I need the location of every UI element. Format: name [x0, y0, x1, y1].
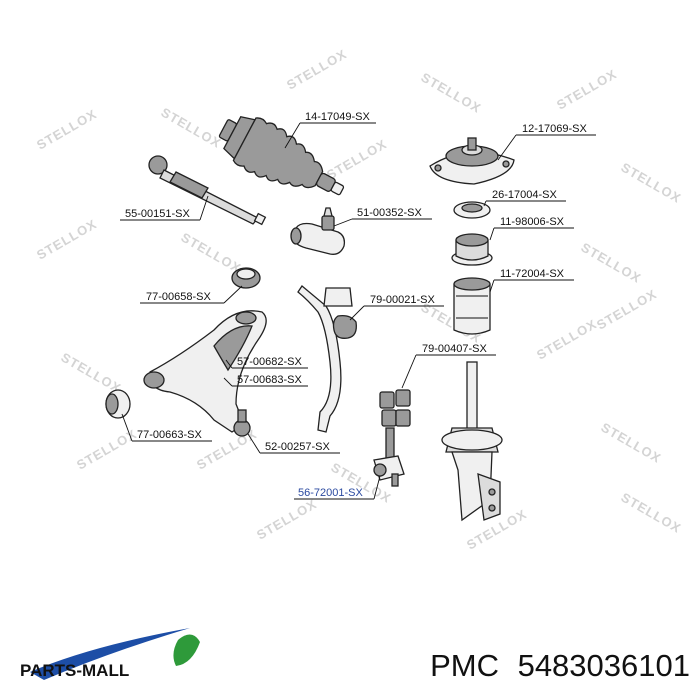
watermark-text: STELLOX [619, 160, 684, 206]
part-callout-bump-stop[interactable]: 11-98006-SX [489, 216, 574, 241]
part-number-label[interactable]: 11-98006-SX [500, 216, 565, 228]
part-number-label[interactable]: 26-17004-SX [492, 189, 557, 201]
link-bushing-set-drawing [379, 389, 411, 427]
part-number-label[interactable]: 79-00021-SX [370, 294, 435, 306]
watermark-text: STELLOX [419, 70, 484, 116]
watermark-text: STELLOX [159, 105, 224, 151]
part-number-label[interactable]: 11-72004-SX [500, 268, 565, 280]
control-arm-drawing [143, 310, 267, 433]
part-callout-strut-mount[interactable]: 12-17069-SX [497, 123, 596, 161]
leader-line [223, 377, 233, 387]
watermark-text: STELLOX [554, 66, 619, 112]
part-callout-steering-boot[interactable]: 14-17049-SX [284, 111, 376, 149]
watermark-text: STELLOX [34, 106, 99, 152]
stabilizer-link-drawing [373, 427, 405, 487]
leader-line [489, 279, 495, 293]
part-number: 5483036101 [518, 648, 690, 683]
part-callout-rear-bushing[interactable]: 77-00663-SX [121, 413, 212, 442]
inner-tie-rod-drawing [148, 155, 267, 226]
part-number-label[interactable]: 55-00151-SX [125, 208, 190, 220]
strut-bearing-drawing [453, 201, 491, 219]
part-callout-stabilizer-bushing[interactable]: 79-00021-SX [349, 294, 444, 321]
leader-line [483, 200, 487, 207]
watermark-text: STELLOX [579, 240, 644, 286]
part-callout-link-bushing-set[interactable]: 79-00407-SX [401, 343, 496, 389]
leader-line [401, 354, 417, 389]
watermark-text: STELLOX [324, 136, 389, 182]
ball-joint-drawing [233, 409, 251, 437]
part-callout-control-arm-left[interactable]: 57-00682-SX [225, 356, 308, 369]
logo-leaf-icon [173, 634, 200, 666]
part-callout-stabilizer-link[interactable]: 56-72001-SX [294, 475, 381, 500]
leader-line [497, 134, 517, 161]
part-number-label[interactable]: 51-00352-SX [357, 207, 422, 219]
leader-line [284, 122, 301, 149]
leader-line [333, 218, 353, 227]
leader-line [223, 285, 243, 304]
control-arm-bushing-drawing [231, 267, 261, 289]
logo-swoosh-icon [30, 628, 190, 680]
part-number-label[interactable]: 77-00663-SX [137, 429, 202, 441]
strut-mount-drawing [429, 137, 515, 185]
manufacturer-name: PMC [430, 648, 499, 683]
part-callout-tie-rod-end[interactable]: 51-00352-SX [333, 207, 432, 227]
part-number-label[interactable]: 57-00682-SX [237, 356, 302, 368]
watermark-text: STELLOX [594, 286, 659, 332]
dust-boot-drawing [453, 277, 491, 335]
leader-line [121, 413, 133, 442]
part-callout-control-arm-bushing[interactable]: 77-00658-SX [140, 285, 243, 304]
watermark-text: STELLOX [619, 490, 684, 536]
stabilizer-bar-drawing [297, 285, 342, 433]
stabilizer-bushing-drawing [323, 287, 357, 339]
part-number-label[interactable]: 77-00658-SX [146, 291, 211, 303]
watermark-text: STELLOX [59, 350, 124, 396]
part-labels: 14-17049-SX 12-17069-SX 55-00151-SX 26-1700… [120, 111, 596, 500]
leader-line [199, 195, 209, 221]
watermark-text: STELLOX [254, 496, 319, 542]
part-number-label[interactable]: 57-00683-SX [237, 374, 302, 386]
watermark-text: STELLOX [284, 46, 349, 92]
watermark-text: STELLOX [194, 426, 259, 472]
footer-part-reference: PMC 5483036101 [430, 648, 690, 683]
part-callout-inner-tie-rod[interactable]: 55-00151-SX [120, 195, 209, 221]
part-number-label[interactable]: 14-17049-SX [305, 111, 370, 123]
tie-rod-end-drawing [290, 207, 346, 255]
rear-bushing-drawing [105, 389, 131, 419]
part-callout-ball-joint[interactable]: 52-00257-SX [247, 433, 340, 454]
part-number-label[interactable]: 79-00407-SX [422, 343, 487, 355]
leader-line [349, 305, 365, 321]
part-number-label[interactable]: 56-72001-SX [298, 487, 363, 499]
watermark-text: STELLOX [34, 216, 99, 262]
part-callout-control-arm-right[interactable]: 57-00683-SX [223, 374, 308, 387]
leader-line [225, 359, 233, 369]
leader-line [489, 227, 495, 241]
watermark-text: STELLOX [599, 420, 664, 466]
strut-drawing [441, 361, 503, 522]
brand-logo-text: PARTS-MALL [20, 661, 129, 680]
watermark-text: STELLOX [534, 316, 599, 362]
part-number-label[interactable]: 12-17069-SX [522, 123, 587, 135]
part-callout-dust-boot[interactable]: 11-72004-SX [489, 268, 574, 293]
watermark-text: STELLOX [179, 230, 244, 276]
steering-boot-drawing [218, 116, 345, 196]
part-number-label[interactable]: 52-00257-SX [265, 441, 330, 453]
leader-line [373, 475, 381, 500]
leader-line [247, 433, 261, 454]
watermark-text: STELLOX [74, 426, 139, 472]
bump-stop-drawing [451, 233, 493, 266]
part-callout-strut-bearing[interactable]: 26-17004-SX [483, 189, 566, 207]
parts-mall-logo: PARTS-MALL [20, 628, 200, 680]
